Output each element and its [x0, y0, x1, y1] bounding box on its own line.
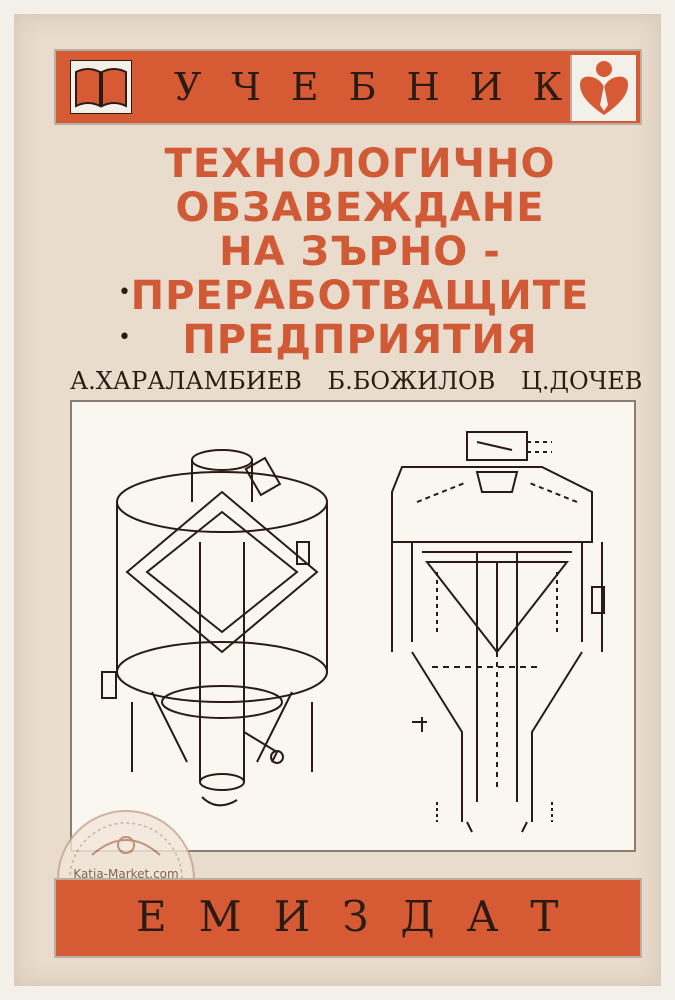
title-line: НА ЗЪРНО - — [219, 229, 501, 275]
authors-line: А.ХАРАЛАМБИЕВ Б.БОЖИЛОВ Ц.ДОЧЕВ — [70, 367, 650, 395]
book-title: ТЕХНОЛОГИЧНО ОБЗАВЕЖДАНЕ НА ЗЪРНО - ПРЕР… — [100, 142, 620, 362]
author-name: Б.БОЖИЛОВ — [327, 367, 496, 395]
watermark-text: Katia-Market.com — [73, 867, 179, 881]
title-line: ПРЕДПРИЯТИЯ — [182, 317, 538, 363]
dot-mark: • — [118, 325, 131, 350]
series-band: УЧЕБНИК — [54, 49, 642, 125]
isometric-machine — [101, 449, 328, 807]
title-line: ТЕХНОЛОГИЧНО — [164, 141, 556, 187]
sectional-view — [391, 431, 605, 833]
drawing-lines — [101, 431, 605, 833]
publisher-band: ЕМИЗДАТ — [54, 878, 642, 958]
heart-quill-emblem-icon — [570, 55, 636, 121]
author-name: Ц.ДОЧЕВ — [520, 367, 643, 395]
author-name: А.ХАРАЛАМБИЕВ — [70, 367, 302, 395]
title-line: ОБЗАВЕЖДАНЕ — [175, 185, 545, 231]
title-line: ПРЕРАБОТВАЩИТЕ — [130, 273, 590, 319]
technical-drawing — [70, 400, 636, 852]
series-label: УЧЕБНИК — [174, 65, 593, 109]
dot-mark: • — [118, 280, 131, 305]
open-book-icon — [70, 60, 132, 114]
publisher-name: ЕМИЗДАТ — [136, 892, 591, 941]
